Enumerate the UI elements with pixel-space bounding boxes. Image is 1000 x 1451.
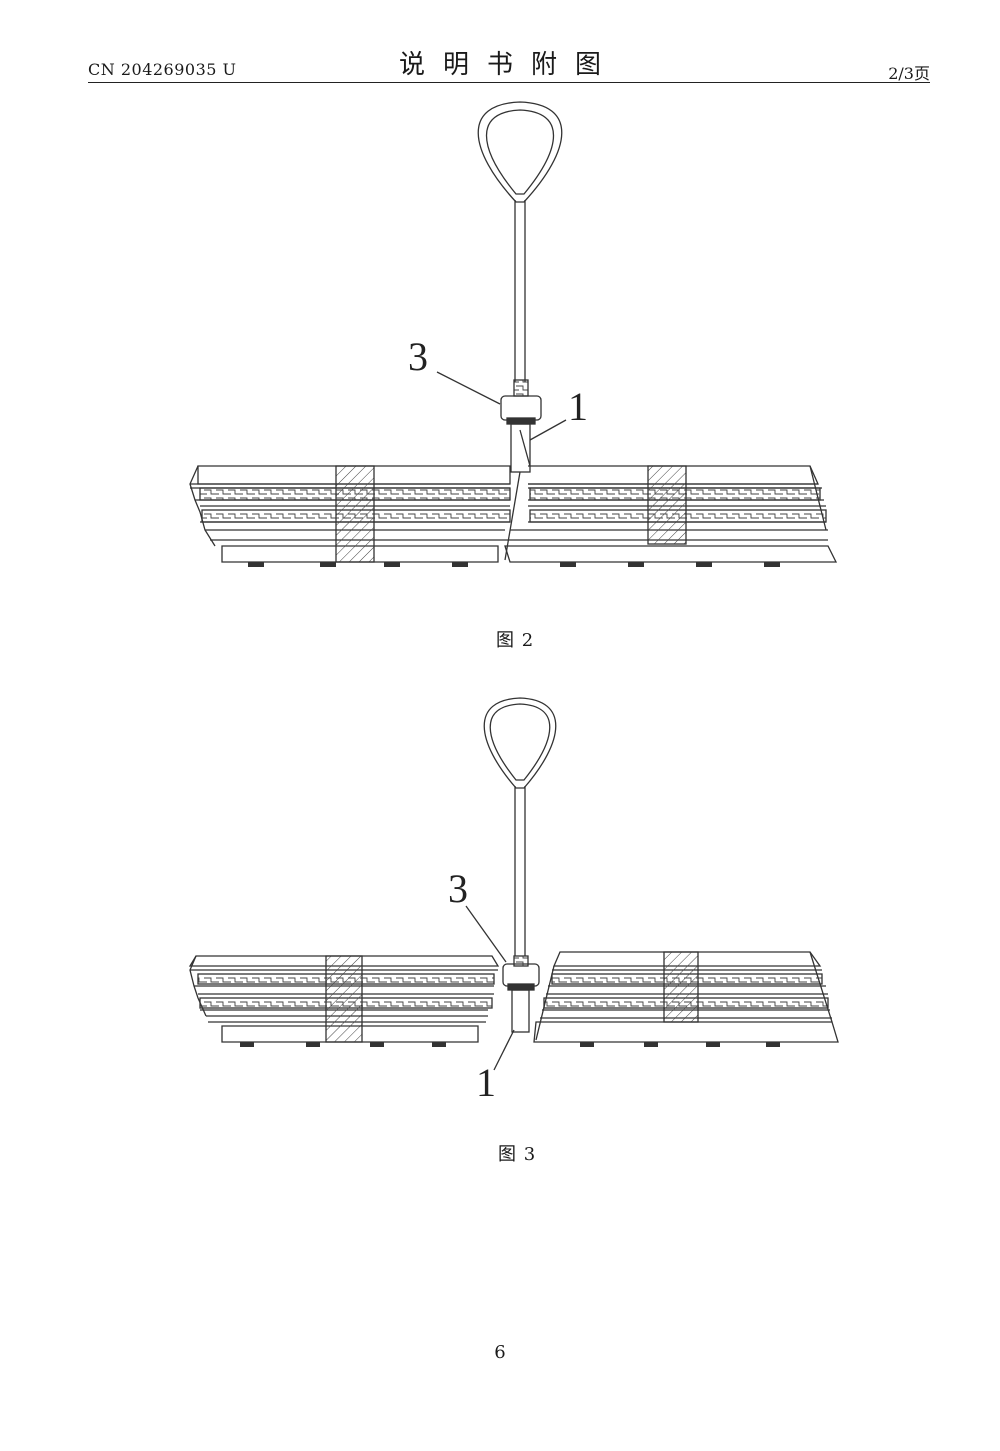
hatched-joint-a bbox=[325, 955, 363, 1043]
lifting-rod bbox=[513, 200, 529, 397]
figure-caption-3: 图 3 bbox=[498, 1144, 537, 1165]
nut-part-3 bbox=[502, 963, 540, 987]
hatched-joint-b bbox=[647, 465, 687, 545]
lifting-rod bbox=[513, 786, 529, 967]
header-title: 说明书附图 bbox=[398, 50, 619, 80]
hatched-joint-a bbox=[335, 465, 375, 563]
figure-2: 3 1 bbox=[189, 101, 838, 567]
handle-loop bbox=[483, 697, 557, 789]
page-number: 6 bbox=[494, 1342, 506, 1363]
page-fraction: 2/3页 bbox=[888, 64, 930, 83]
sleeve-part-1 bbox=[510, 423, 531, 473]
ref-label-3-fig2: 3 bbox=[408, 334, 428, 379]
support-feet bbox=[248, 562, 780, 567]
handle-loop bbox=[477, 101, 563, 203]
ref-label-3-fig3: 3 bbox=[448, 866, 468, 911]
sleeve-part-1 bbox=[511, 989, 530, 1033]
nut-part-3 bbox=[500, 395, 542, 421]
ref-label-1-fig2: 1 bbox=[568, 384, 588, 429]
ref-label-1-fig3: 1 bbox=[476, 1060, 496, 1105]
figure-3: 3 1 bbox=[188, 697, 839, 1105]
publication-number: CN 204269035 U bbox=[88, 60, 237, 79]
figure-caption-2: 图 2 bbox=[496, 630, 535, 651]
page-header: CN 204269035 U 说明书附图 2/3页 bbox=[88, 42, 930, 83]
support-feet bbox=[240, 1042, 780, 1047]
hatched-joint-b bbox=[663, 951, 699, 1023]
